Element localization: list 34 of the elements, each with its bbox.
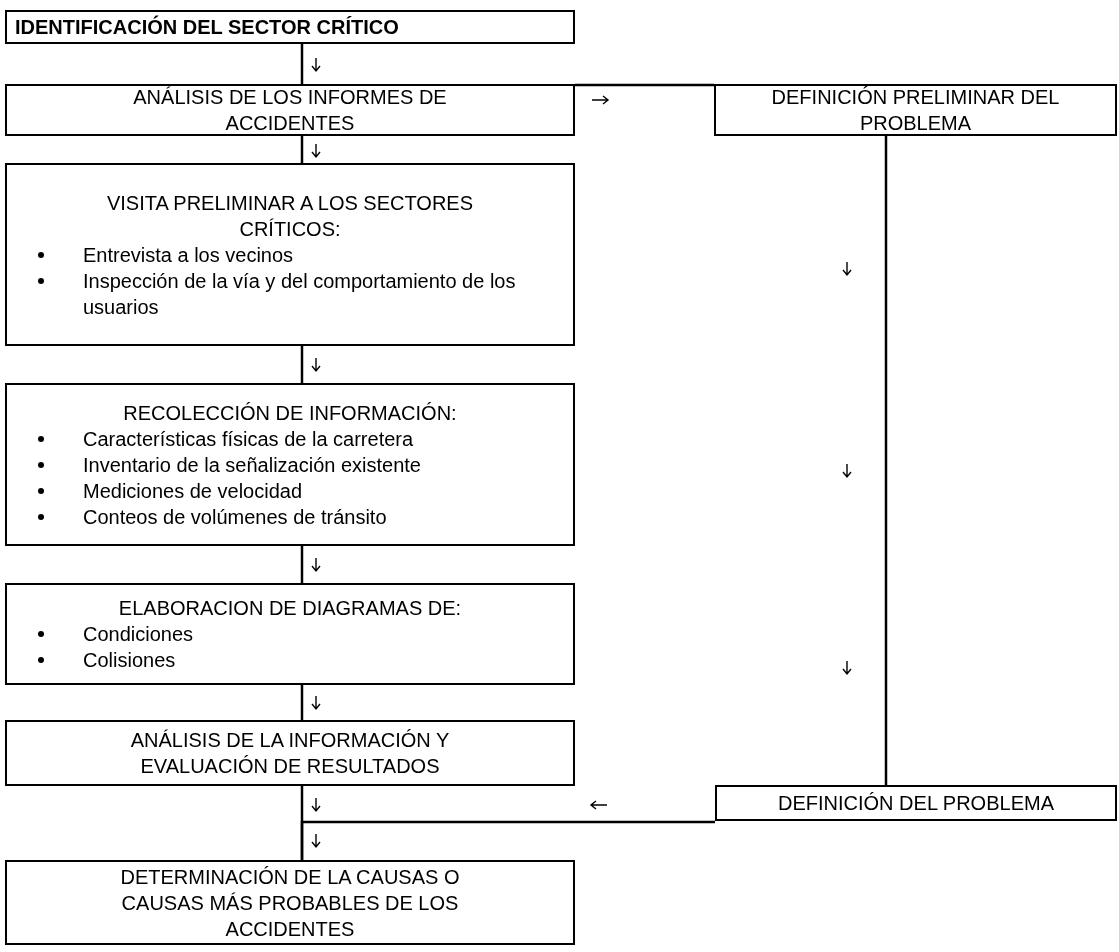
process-box xyxy=(5,163,575,346)
connector-line xyxy=(300,44,304,84)
box-heading: ELABORACION DE DIAGRAMAS DE: xyxy=(117,596,463,621)
bullet-item: Inspección de la vía y del comportamiento de los usuarios xyxy=(83,269,516,318)
process-box xyxy=(5,583,575,685)
box-heading: RECOLECCIÓN DE INFORMACIÓN: xyxy=(122,400,458,426)
process-box xyxy=(5,860,575,945)
bullet-item: Características físicas de la carretera xyxy=(83,427,414,450)
bullet-item: Mediciones de velocidad xyxy=(83,479,303,502)
bullet-item: Conteos de volúmenes de tránsito xyxy=(83,505,387,528)
process-box xyxy=(715,785,1117,821)
process-box xyxy=(5,84,575,136)
connector-line xyxy=(300,546,304,583)
process-box xyxy=(5,10,575,44)
box-label: ANÁLISIS DE LOS INFORMES DE ACCIDENTES xyxy=(132,85,448,136)
box-label: IDENTIFICACIÓN DEL SECTOR CRÍTICO xyxy=(15,14,400,40)
connector-line xyxy=(300,820,715,860)
process-box xyxy=(5,383,575,546)
bullet-item: Condiciones xyxy=(83,623,194,645)
connector-line xyxy=(300,136,304,163)
bullet-item: Colisiones xyxy=(83,649,176,671)
connector-line xyxy=(300,346,304,383)
process-box xyxy=(714,84,1117,136)
connector-line xyxy=(884,136,888,785)
box-label: ANÁLISIS DE LA INFORMACIÓN Y EVALUACIÓN DE RESULTADOS xyxy=(129,728,451,779)
bullet-item: Entrevista a los vecinos xyxy=(83,243,294,266)
connector-line xyxy=(575,83,714,87)
connector-line xyxy=(300,685,304,720)
box-heading: VISITA PRELIMINAR A LOS SECTORES CRÍTICOS: xyxy=(105,190,474,242)
process-box xyxy=(5,720,575,786)
box-label: DETERMINACIÓN DE LA CAUSAS O CAUSAS MÁS PROBABLES DE LOS ACCIDENTES xyxy=(119,864,461,942)
box-label: DEFINICIÓN DEL PROBLEMA xyxy=(777,791,1055,816)
box-label: DEFINICIÓN PRELIMINAR DEL PROBLEMA xyxy=(770,85,1061,136)
bullet-item: Inventario de la señalización existente xyxy=(83,453,421,476)
